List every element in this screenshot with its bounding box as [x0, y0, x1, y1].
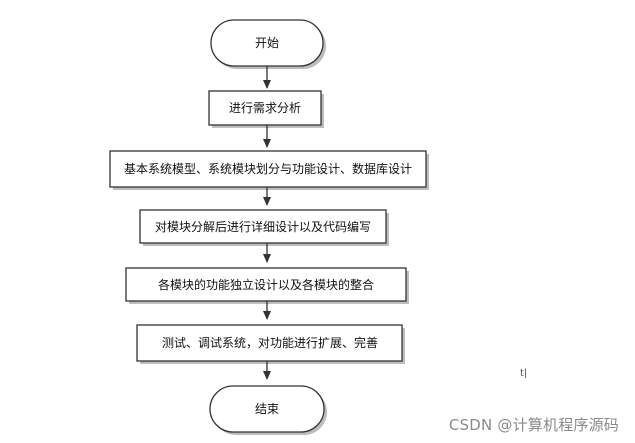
step-requirements-analysis: 进行需求分析 [208, 90, 324, 128]
step-detailed-design-coding: 对模块分解后进行详细设计以及代码编写 [139, 209, 389, 246]
step-module-integration: 各模块的功能独立设计以及各模块的整合 [125, 267, 409, 304]
step-3-label: 对模块分解后进行详细设计以及代码编写 [155, 219, 371, 234]
step-2-label: 基本系统模型、系统模块划分与功能设计、数据库设计 [124, 161, 412, 176]
step-5-label: 测试、调试系统，对功能进行扩展、完善 [162, 335, 378, 350]
start-node: 开始 [210, 19, 326, 69]
step-system-model-design: 基本系统模型、系统模块划分与功能设计、数据库设计 [109, 150, 429, 190]
step-1-label: 进行需求分析 [229, 101, 301, 115]
end-label: 结束 [255, 402, 279, 416]
start-label: 开始 [255, 36, 279, 50]
csdn-watermark: CSDN @计算机程序源码 [448, 416, 619, 434]
end-node: 结束 [209, 385, 327, 435]
step-testing-debugging: 测试、调试系统，对功能进行扩展、完善 [136, 324, 405, 364]
stray-mark: t| [520, 368, 528, 379]
step-4-label: 各模块的功能独立设计以及各模块的整合 [158, 277, 374, 292]
